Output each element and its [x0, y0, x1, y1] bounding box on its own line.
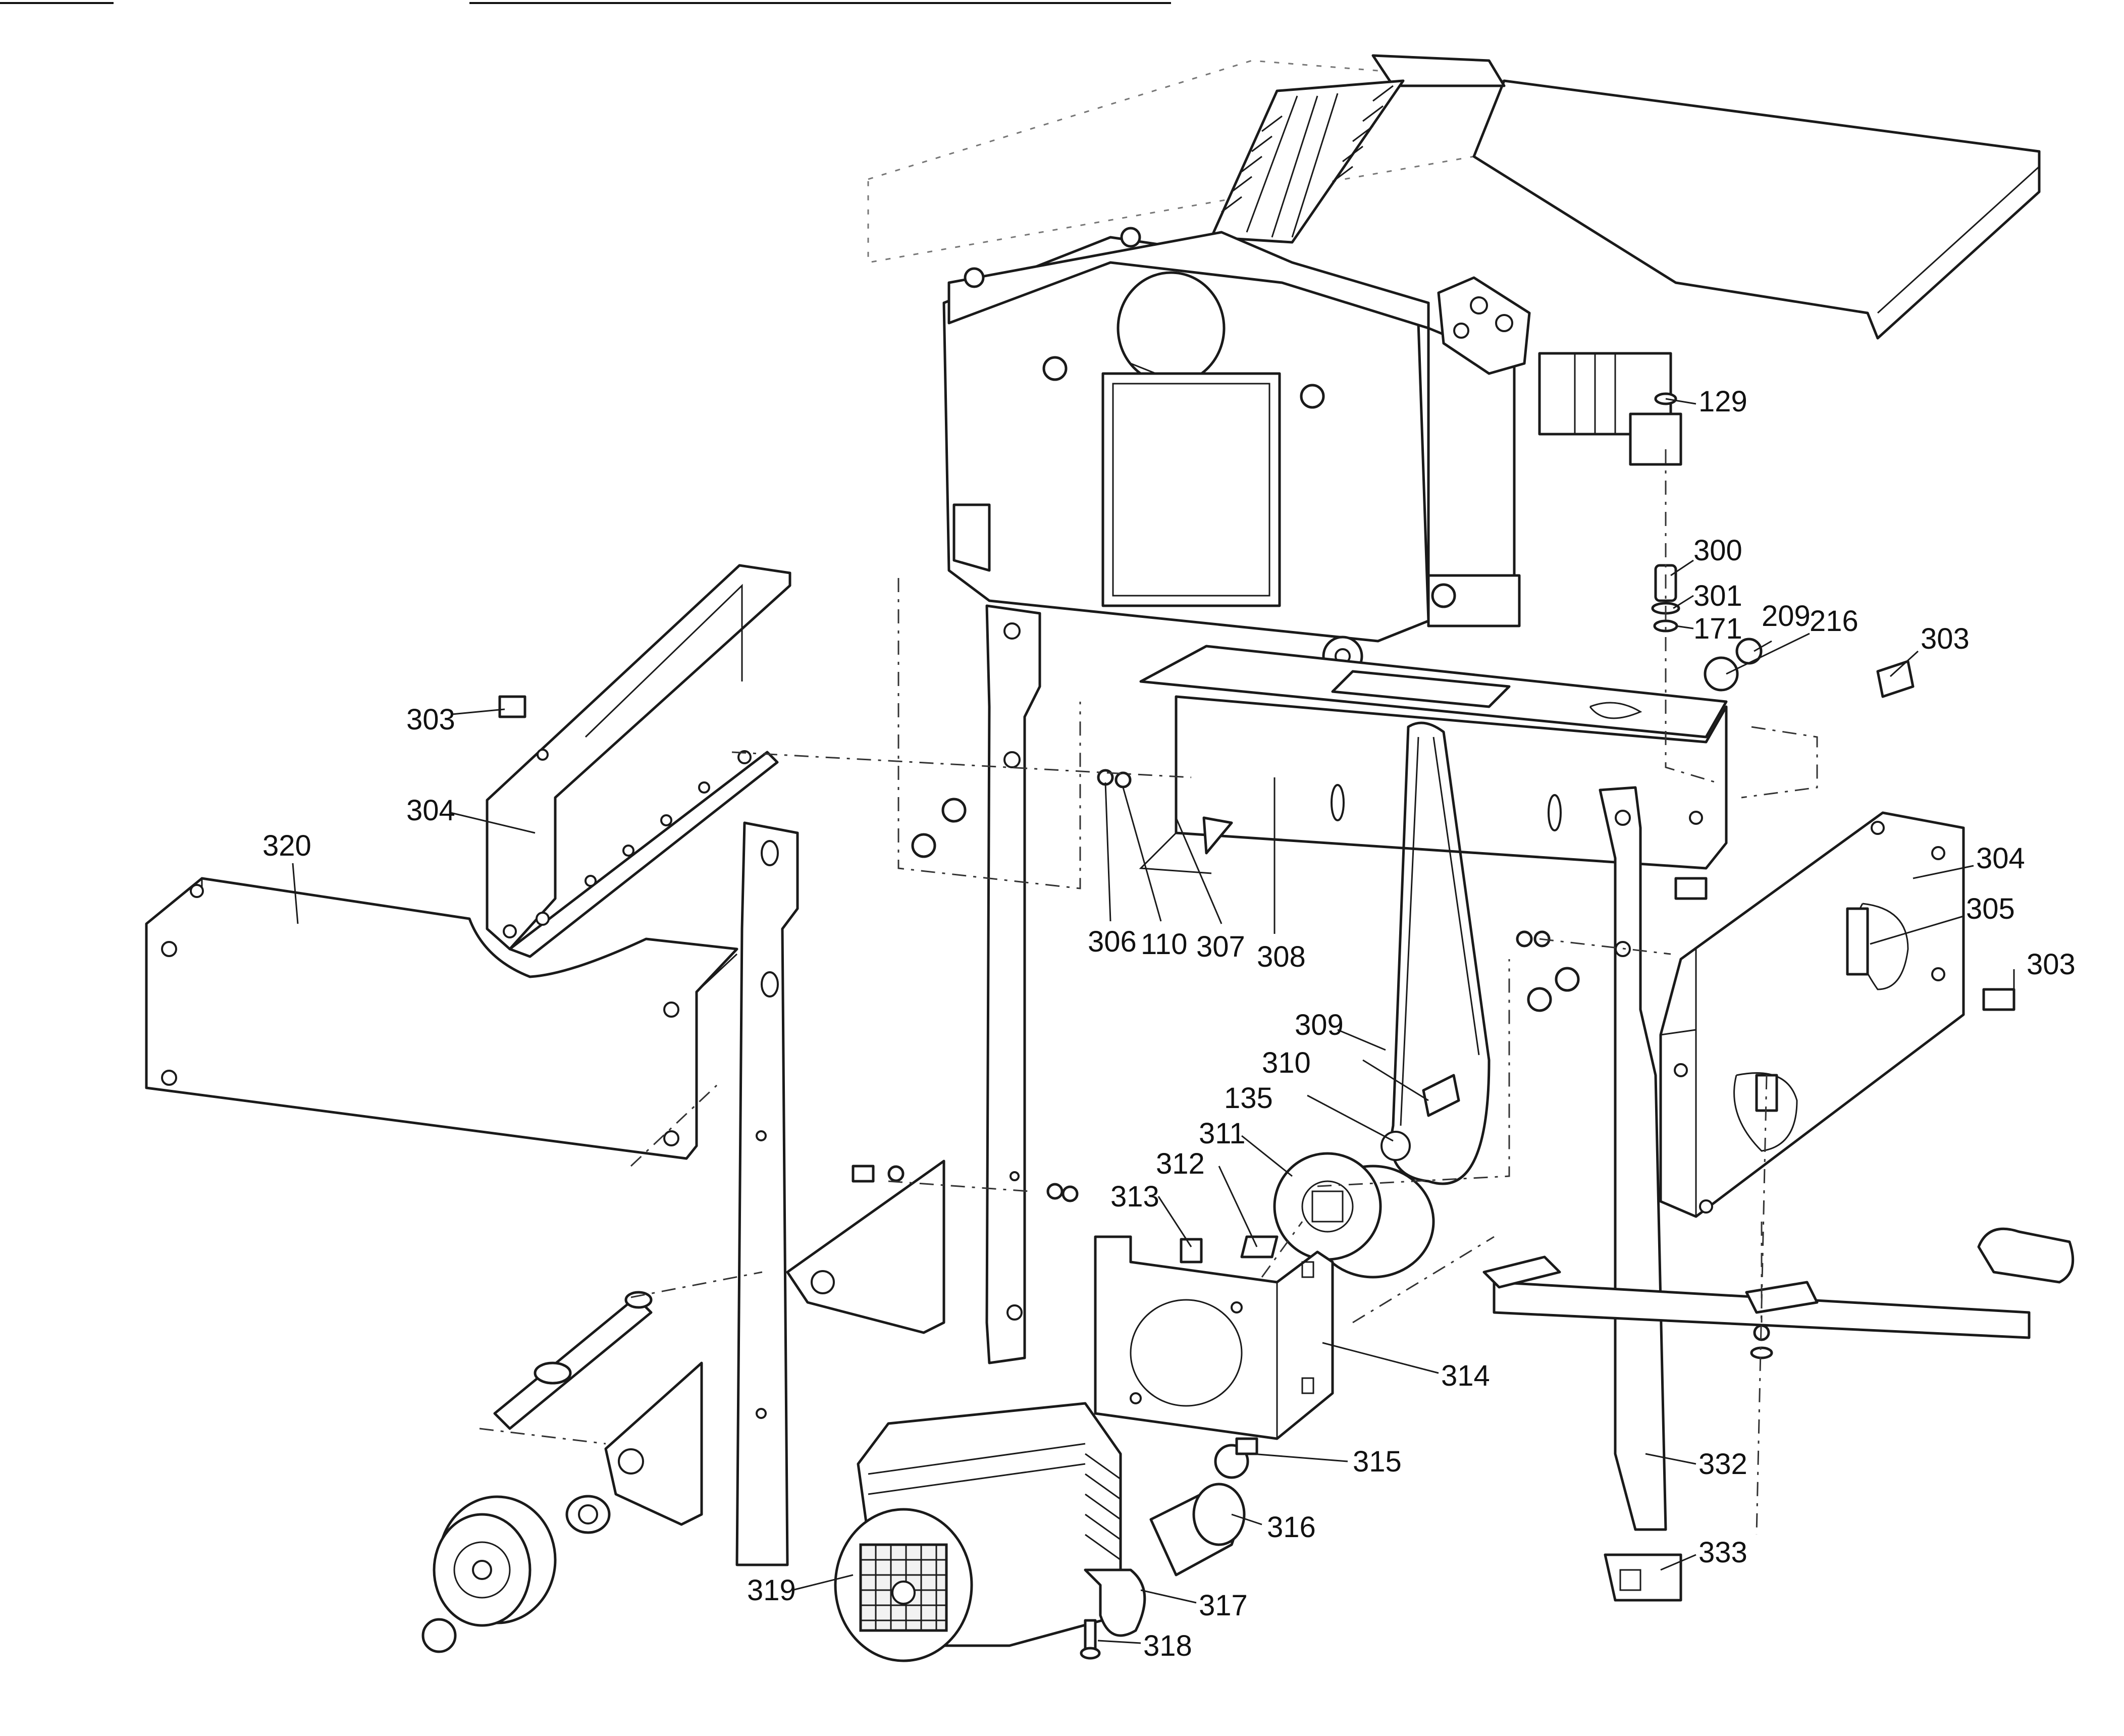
- callout-304-left: 304: [406, 794, 455, 827]
- callout-303-left: 303: [406, 703, 455, 736]
- callout-309: 309: [1295, 1009, 1344, 1041]
- capacitor-clamp-317: [1084, 1568, 1146, 1637]
- callout-304-right: 304: [1976, 842, 2025, 875]
- callout-319: 319: [747, 1574, 796, 1607]
- assembly-guide-lines: [479, 449, 1818, 1535]
- callout-306: 306: [1088, 925, 1137, 958]
- callout-129: 129: [1698, 385, 1747, 418]
- motor-bracket-314: [1094, 1235, 1334, 1440]
- callout-308: 308: [1257, 940, 1306, 973]
- wheel: [421, 1495, 557, 1653]
- callout-135: 135: [1224, 1082, 1273, 1115]
- callout-301: 301: [1693, 580, 1742, 612]
- side-frame-right-304: [1659, 811, 1965, 1218]
- foot-cap-333: [1604, 1553, 1682, 1602]
- callout-216: 216: [1810, 605, 1858, 638]
- callout-209: 209: [1762, 600, 1811, 633]
- handle-bar: [1482, 1227, 2075, 1339]
- callout-300: 300: [1693, 534, 1742, 567]
- callout-310: 310: [1262, 1046, 1311, 1079]
- callout-318: 318: [1143, 1629, 1192, 1662]
- drive-belt-309: [1390, 721, 1491, 1185]
- callout-305: 305: [1966, 892, 2015, 925]
- wheel-nut: [565, 1495, 611, 1534]
- screw-318: [1080, 1619, 1101, 1660]
- wheel-bracket: [604, 1361, 703, 1526]
- planer-machine-body: [867, 54, 2041, 677]
- leg-left-front: [735, 821, 799, 1566]
- callout-312: 312: [1156, 1147, 1205, 1180]
- callout-303-top-right: 303: [1921, 622, 1970, 655]
- callout-303-right: 303: [2027, 948, 2076, 981]
- callout-311: 311: [1199, 1117, 1245, 1150]
- capacitor-316: [1149, 1483, 1246, 1576]
- callout-333: 333: [1698, 1536, 1747, 1569]
- fasteners: [498, 392, 2015, 1359]
- hinge-bracket: [786, 1160, 945, 1334]
- screw-313: [1180, 1238, 1203, 1264]
- callout-307: 307: [1196, 930, 1245, 963]
- wheel-axle: [493, 1291, 653, 1430]
- leader-lines: [292, 398, 2015, 1644]
- callout-316: 316: [1267, 1511, 1316, 1544]
- knob-315: [1214, 1437, 1258, 1479]
- motor-319: [834, 1402, 1122, 1662]
- leg-right-332: [1599, 786, 1667, 1531]
- side-frame-left-304: [486, 564, 791, 958]
- callout-317: 317: [1199, 1589, 1248, 1622]
- callout-110: 110: [1141, 928, 1187, 961]
- callout-332: 332: [1698, 1448, 1747, 1481]
- pulley-key-312: [1240, 1235, 1279, 1258]
- front-panel-320: [145, 877, 738, 1160]
- callout-320: 320: [262, 829, 311, 862]
- callout-315: 315: [1353, 1445, 1402, 1478]
- callout-314: 314: [1441, 1359, 1490, 1392]
- motor-pulley-311: [1273, 1152, 1435, 1279]
- callout-313: 313: [1110, 1180, 1159, 1213]
- callout-labels: 129 300 301 171 209 216 303 303 304 320 …: [262, 385, 2076, 1662]
- leg-left-rear: [985, 604, 1041, 1364]
- callout-171: 171: [1693, 612, 1742, 645]
